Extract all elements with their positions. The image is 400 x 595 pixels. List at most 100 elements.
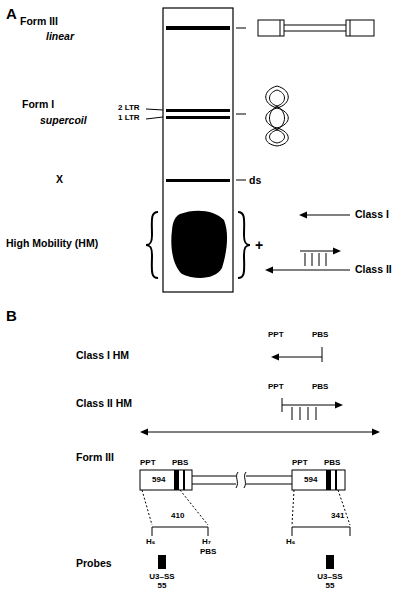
probe-mark (326, 555, 334, 569)
pbs-mark (335, 470, 337, 490)
break-mark (244, 472, 246, 488)
probe-label: U3–SS 55 (313, 572, 347, 590)
length-label: 594 (304, 476, 317, 485)
tick (292, 407, 293, 420)
dotted-guide (292, 490, 294, 525)
supercoil-symbol (266, 86, 289, 146)
leader-line (146, 117, 163, 119)
dna-strand (246, 484, 292, 485)
strand-arrow (306, 215, 350, 216)
band-name: X (56, 174, 63, 186)
pbs-mark (174, 470, 179, 490)
arrowhead (333, 248, 341, 255)
arrowhead (271, 354, 279, 361)
form-name: Form III (20, 16, 58, 28)
dna-strand (192, 476, 236, 477)
site-label: PPT (268, 383, 284, 392)
site-label: PBS (324, 459, 340, 468)
symbol-label: + (255, 238, 263, 253)
form-name: Form I (22, 99, 54, 111)
class-label: Class II (355, 264, 392, 276)
dna-strand (246, 476, 292, 477)
strand-arrow (278, 357, 322, 358)
tick (300, 407, 301, 420)
gel-band (166, 109, 230, 112)
arrowhead (335, 402, 343, 409)
gel-lane (163, 8, 233, 292)
site-label: PBS (172, 459, 188, 468)
band-name: High Mobility (HM) (6, 238, 98, 250)
pbs-mark (183, 470, 185, 490)
dotted-guide (142, 490, 152, 525)
panel-letter: B (6, 308, 17, 325)
ltr-box (258, 20, 284, 36)
row-title: Probes (76, 558, 112, 570)
band-label: 1 LTR (118, 114, 140, 123)
hm-smear (171, 211, 227, 278)
form-type: supercoil (40, 115, 87, 127)
strand-arrow (147, 432, 373, 433)
restriction-site: H₇ (202, 538, 211, 547)
site-label: PBS (312, 331, 328, 340)
arrowhead (265, 267, 273, 274)
panel-letter: A (6, 6, 17, 23)
brace (238, 212, 250, 278)
dna-strand (192, 484, 236, 485)
restriction-site: H₆ (146, 538, 155, 547)
site-label: PPT (292, 459, 308, 468)
site-label: PPT (268, 331, 284, 340)
supercoil-symbol (270, 90, 285, 143)
strand-arrow (282, 405, 336, 406)
brace (146, 212, 158, 278)
row-title: Class I HM (76, 350, 129, 362)
restriction-site: H₆ (286, 538, 295, 547)
arrowhead (140, 429, 148, 436)
dimension-bracket (152, 527, 208, 536)
ltr-mark (280, 20, 281, 36)
tick (308, 407, 309, 420)
dna-strand (284, 31, 346, 32)
tick (326, 253, 327, 266)
band-label: 2 LTR (118, 104, 140, 113)
ltr-mark (350, 20, 351, 36)
ltr-box (292, 470, 345, 490)
pbs-mark (326, 470, 331, 490)
gel-band (166, 116, 230, 119)
length-label: 594 (152, 476, 165, 485)
ltr-box (140, 470, 192, 490)
probe-label: U3–SS 55 (145, 572, 179, 590)
site-label: PPT (140, 459, 156, 468)
tick (282, 398, 283, 412)
probe-mark (158, 555, 166, 569)
leader-line (236, 114, 246, 115)
form-type: linear (46, 31, 74, 43)
leader-line (146, 109, 163, 110)
site-label: PBS (200, 548, 216, 557)
arrowhead (372, 429, 380, 436)
tick (316, 407, 317, 420)
row-title: Form III (76, 452, 114, 464)
tick (312, 253, 313, 266)
site-label: PBS (312, 383, 328, 392)
supercoil-symbol (266, 86, 289, 146)
supercoil-symbol (270, 90, 285, 143)
tick (305, 253, 306, 266)
arrowhead (299, 212, 307, 219)
tick (322, 347, 323, 362)
dna-strand (284, 25, 346, 26)
dimension-label: 410 (171, 512, 184, 521)
class-label: Class I (355, 209, 389, 221)
tick (319, 253, 320, 266)
row-title: Class II HM (76, 398, 132, 410)
leader-line (236, 28, 246, 29)
strand-arrow (300, 251, 334, 252)
gel-band (166, 179, 230, 182)
band-label: ds (249, 175, 261, 187)
dimension-bracket (292, 527, 350, 536)
ltr-box (346, 20, 374, 36)
dimension-label: 341 (331, 512, 344, 521)
gel-band (166, 26, 230, 30)
break-mark (236, 472, 238, 488)
